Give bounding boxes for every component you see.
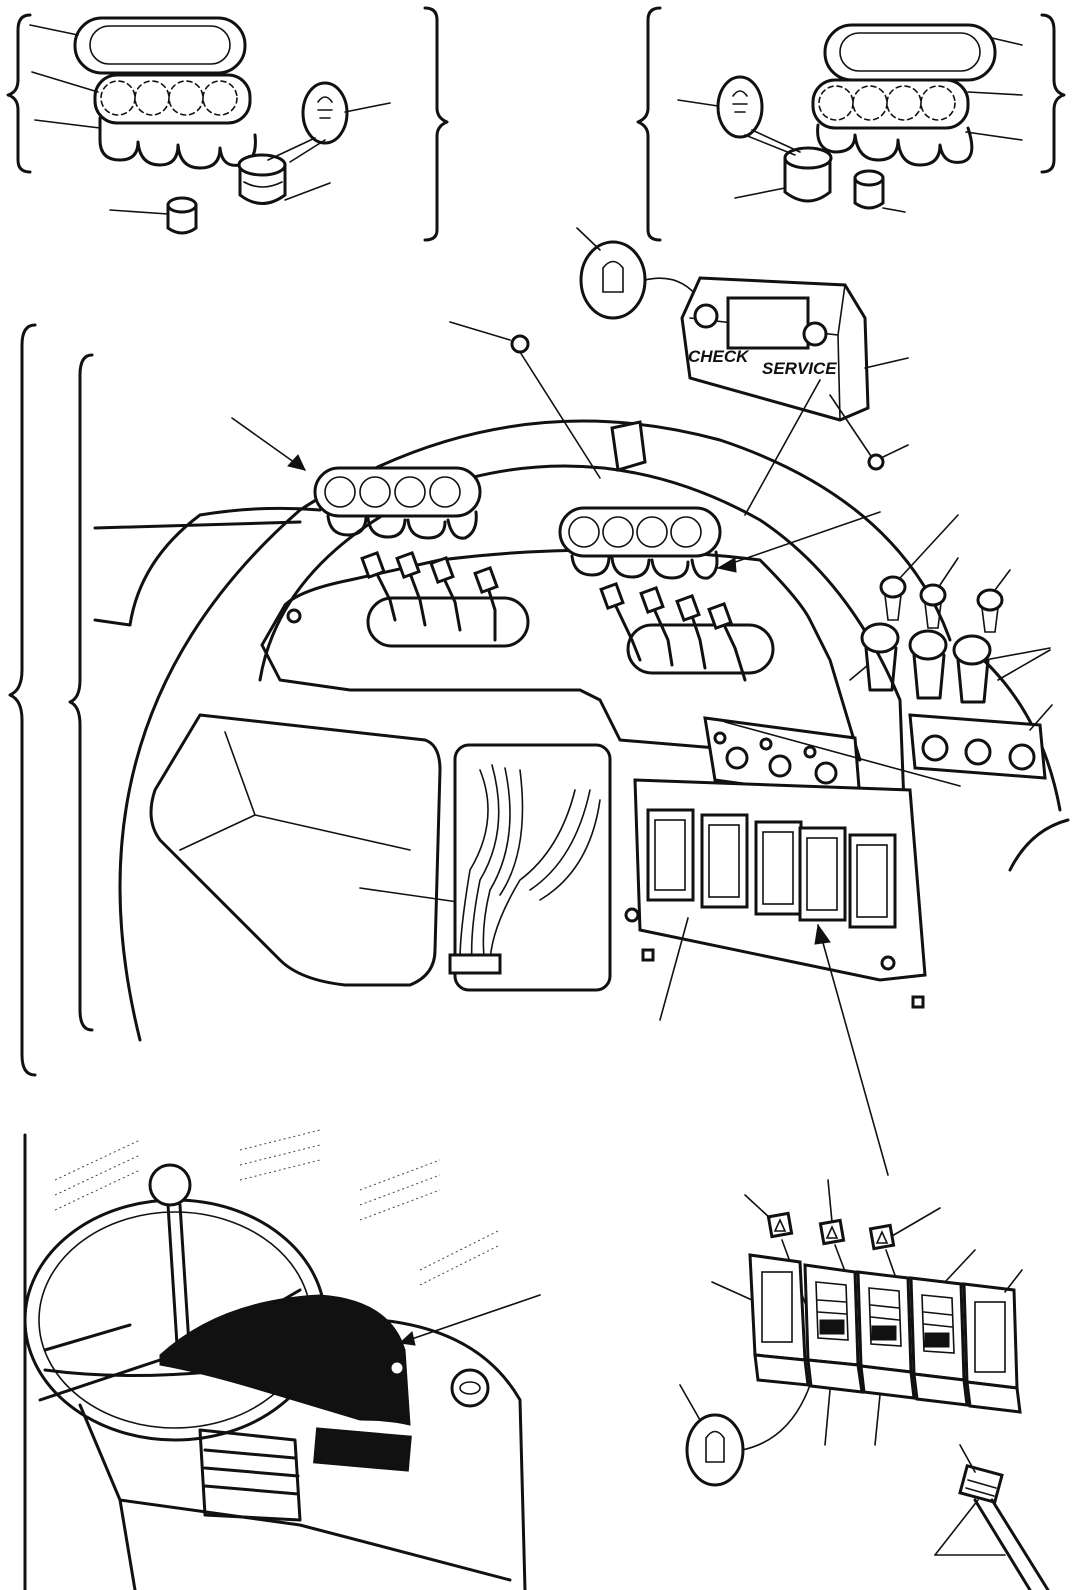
bracket-right (1040, 13, 1066, 174)
rocker-switch-4 (798, 826, 847, 922)
bracket-left (6, 13, 32, 174)
loom-clip (448, 953, 502, 975)
switch-block-3 (856, 1270, 916, 1400)
lens-plate (811, 78, 970, 130)
dashboard-panel (93, 321, 1070, 1176)
storage-tray (149, 713, 442, 987)
rocker-switch-panel (624, 778, 927, 1021)
dashboard-inner-arc (258, 464, 912, 962)
rocker-switch-5 (848, 833, 897, 929)
warning-light-cluster-right (558, 506, 881, 580)
bracket-left (636, 6, 662, 242)
cab-overview (23, 1129, 541, 1590)
lens-plate (93, 73, 252, 125)
push-buttons (849, 514, 1051, 704)
switch-block-4 (909, 1276, 969, 1407)
lens-cover-inner (89, 25, 231, 65)
mounting-tab (610, 420, 647, 472)
bulb-icon (579, 240, 647, 320)
check-service-unit: CHECK SERVICE (576, 227, 909, 471)
bulb-socket (783, 156, 832, 203)
small-indicator-panel (908, 704, 1053, 780)
bulb-icon (685, 1413, 745, 1487)
bracket-right (423, 6, 449, 242)
switch-block-1 (748, 1253, 810, 1387)
wire-harness-left (360, 550, 499, 642)
detail-group-top-left (6, 6, 449, 242)
service-label: SERVICE (762, 359, 837, 378)
lower-switch-panel (313, 1427, 412, 1472)
cutout-left (366, 596, 530, 648)
warning-light-cluster-left (231, 417, 482, 540)
warning-triangle-icon (766, 1211, 896, 1251)
main-assembly-brackets (8, 323, 94, 1077)
window-hatching (54, 1129, 501, 1286)
service-button (802, 321, 828, 347)
screw (867, 453, 885, 471)
check-service-display (726, 296, 810, 350)
lever-knob (148, 1163, 192, 1207)
rocker-switch-detail (679, 1179, 1050, 1590)
switch-connector (934, 1444, 1050, 1590)
lens-cover (73, 16, 247, 75)
bulb-icon (301, 81, 349, 145)
switch-block-2 (803, 1263, 864, 1394)
check-button (693, 303, 719, 329)
ignition-switch (450, 1368, 490, 1408)
instrument-cluster (159, 1294, 411, 1426)
panel-screw (510, 334, 530, 354)
switch-block-5 (962, 1282, 1022, 1414)
lamp-housing (816, 123, 974, 167)
dashboard-outline (118, 419, 952, 1042)
rocker-switch-2 (700, 813, 749, 909)
wiring-loom-box (453, 743, 612, 992)
lamp-housing (98, 116, 257, 170)
bulb-icon (716, 75, 764, 139)
rocker-switch-1 (646, 808, 695, 902)
wire-harness-right (599, 581, 747, 682)
check-label: CHECK (688, 347, 750, 366)
indicator-lamp-panel (703, 716, 961, 802)
detail-group-top-right (636, 6, 1066, 242)
rocker-switch-3 (754, 820, 803, 916)
